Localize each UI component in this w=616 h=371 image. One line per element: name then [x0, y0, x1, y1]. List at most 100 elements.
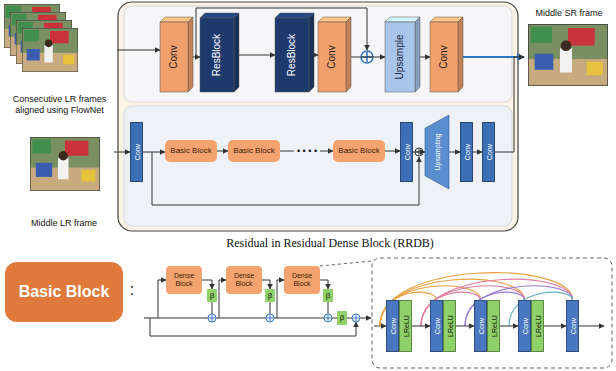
lrelu-layer: LReLU [531, 300, 544, 352]
block-top-face [200, 13, 239, 18]
block-label: Dense Block [228, 272, 260, 288]
block-label: ResBlock [212, 34, 222, 76]
block-label: Conv [133, 144, 140, 160]
block-label: Conv [485, 144, 492, 160]
conv-layer: Conv [400, 122, 413, 182]
block-label: Conv [327, 45, 337, 68]
basic-block: Basic Block [165, 140, 217, 162]
connector-arrow [346, 57, 385, 58]
figure-title: Residual in Residual Dense Block (RRDB) [140, 235, 520, 251]
block-top-face [385, 17, 420, 22]
conv-layer: Conv [474, 300, 487, 352]
conv-block: Conv [318, 22, 346, 92]
beta-scale: β [207, 289, 217, 302]
block-top-face [275, 13, 314, 18]
block-label: Dense Block [286, 272, 318, 288]
conv-layer: Conv [566, 300, 579, 352]
upsample-block: Upsample [385, 22, 415, 92]
block-top-face [160, 17, 193, 22]
output-line [360, 318, 371, 319]
block-side-face [346, 17, 351, 92]
block-label: Conv [463, 144, 470, 160]
block-front-face [385, 22, 415, 92]
output-line [579, 326, 604, 327]
block-label: Basic Block [19, 283, 110, 301]
connector-arrow [117, 50, 160, 51]
conv-block: Conv [160, 22, 188, 92]
block-label: Conv [169, 45, 179, 68]
block-front-face [430, 22, 458, 92]
frame-caption: Middle SR frame [526, 8, 612, 18]
connector-arrow [202, 280, 212, 289]
connector-arrow [320, 280, 328, 289]
block-side-face [309, 13, 314, 92]
sr-frame-image [528, 24, 608, 86]
frame-caption: Middle LR frame [16, 218, 112, 228]
block-side-face [188, 17, 193, 92]
block-label: Basic Block [338, 146, 379, 155]
branch-panel [124, 6, 512, 102]
dense-block: Dense Block [166, 266, 202, 294]
lrelu-layer: LReLU [443, 300, 456, 352]
conv-layer: Conv [518, 300, 531, 352]
definition-colon: : [127, 280, 137, 300]
block-label: Upsample [395, 34, 405, 79]
connector-arrow [114, 152, 130, 153]
input-frame: Middle LR frame [14, 132, 114, 228]
block-label: ResBlock [287, 34, 297, 76]
branch-line [158, 280, 166, 318]
lrelu-layer: LReLU [487, 300, 500, 352]
beta-scale: β [323, 289, 333, 302]
block-front-face [318, 22, 346, 92]
block-side-face [415, 17, 420, 92]
conv-block: Conv [430, 22, 458, 92]
connector-arrow [456, 326, 474, 327]
connector-arrow [473, 152, 482, 153]
dense-block: Dense Block [284, 266, 320, 294]
lr-frame-image [22, 28, 78, 72]
network-container [118, 2, 518, 231]
block-label: Conv [389, 318, 396, 334]
block-label: Conv [403, 144, 410, 160]
branch-panel [124, 106, 512, 226]
connector-arrow [217, 151, 228, 152]
connector-arrow [143, 152, 165, 153]
block-label: Conv [569, 318, 576, 334]
connector-arrow [234, 55, 275, 56]
block-top-face [318, 17, 351, 22]
frame-caption: Consecutive LR frames aligned using Flow… [4, 94, 115, 115]
block-front-face [275, 18, 309, 92]
upsampling-layer: Upsampling [425, 115, 449, 189]
block-label: LReLU [490, 315, 497, 337]
block-label: LReLU [446, 315, 453, 337]
basic-block: Basic Block [333, 140, 385, 162]
block-label: Basic Block [233, 146, 274, 155]
block-front-face [200, 18, 234, 92]
main-path [144, 318, 337, 319]
basic-block: Basic Block [228, 140, 280, 162]
output-frame: Middle SR frame [524, 8, 614, 98]
trapezoid-body [425, 115, 449, 189]
block-label: β [268, 291, 273, 300]
ellipsis: • • • • [294, 145, 320, 157]
connector-arrow [500, 326, 518, 327]
block-label: Conv [433, 318, 440, 334]
basic-block: Basic Block [5, 262, 123, 322]
connector-arrow [385, 151, 400, 152]
input-frames: Consecutive LR frames aligned using Flow… [2, 3, 117, 115]
block-label: Dense Block [168, 272, 200, 288]
block-label: LReLU [534, 315, 541, 337]
block-label: Basic Block [170, 146, 211, 155]
block-label: LReLU [402, 315, 409, 337]
connector-arrow [544, 326, 566, 327]
block-label: Conv [439, 45, 449, 68]
dense-block: Dense Block [226, 266, 262, 294]
block-side-face [458, 17, 463, 92]
conv-layer: Conv [482, 122, 495, 182]
block-side-face [234, 13, 239, 92]
conv-layer: Conv [130, 122, 143, 182]
resblock: ResBlock [200, 18, 234, 92]
block-label: Conv [521, 318, 528, 334]
connector-arrow [262, 280, 270, 289]
